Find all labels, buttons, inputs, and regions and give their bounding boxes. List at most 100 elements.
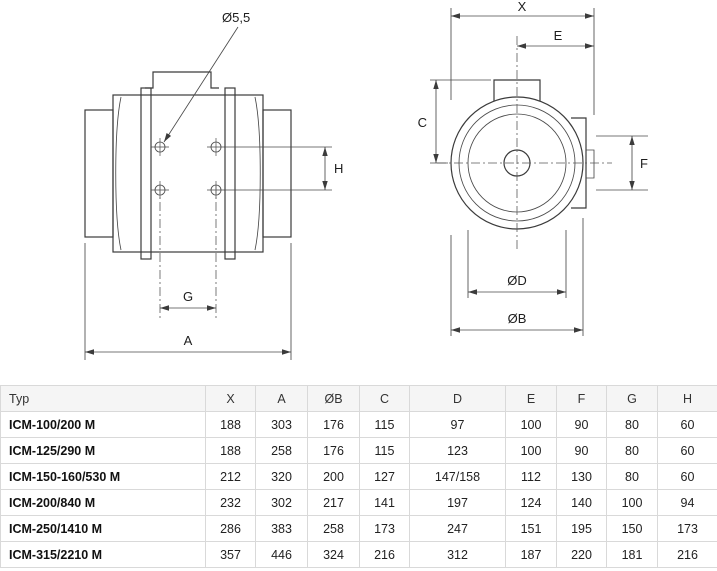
value-cell: 357	[205, 541, 256, 568]
value-cell: 286	[205, 515, 256, 542]
value-cell: 188	[205, 411, 256, 438]
model-name: ICM-100/200 M	[0, 411, 206, 438]
dim-label-od: ØD	[507, 273, 527, 288]
value-cell: 258	[255, 437, 308, 464]
fan-body-outline	[84, 87, 292, 260]
value-cell: 200	[307, 463, 360, 490]
hole-callout-label: Ø5,5	[222, 10, 250, 25]
value-cell: 60	[657, 437, 717, 464]
value-cell: 60	[657, 411, 717, 438]
value-cell: 115	[359, 437, 410, 464]
value-cell: 195	[556, 515, 607, 542]
dimension-x: X	[450, 0, 595, 115]
value-cell: 80	[606, 437, 658, 464]
value-cell: 90	[556, 411, 607, 438]
value-cell: 151	[505, 515, 557, 542]
value-cell: 446	[255, 541, 308, 568]
model-name: ICM-200/840 M	[0, 489, 206, 516]
value-cell: 124	[505, 489, 557, 516]
value-cell: 100	[505, 411, 557, 438]
model-name: ICM-150-160/530 M	[0, 463, 206, 490]
dimension-table: Typ X A ØB C D E F G H ICM-100/200 M 188…	[0, 385, 717, 568]
value-cell: 217	[307, 489, 360, 516]
value-cell: 383	[255, 515, 308, 542]
value-cell: 303	[255, 411, 308, 438]
value-cell: 188	[205, 437, 256, 464]
value-cell: 220	[556, 541, 607, 568]
value-cell: 176	[307, 437, 360, 464]
header-d: D	[409, 385, 506, 412]
value-cell: 173	[657, 515, 717, 542]
table-row: ICM-315/2210 M 357 446 324 216 312 187 2…	[0, 541, 717, 568]
table-row: ICM-250/1410 M 286 383 258 173 247 151 1…	[0, 515, 717, 542]
header-x: X	[205, 385, 256, 412]
value-cell: 141	[359, 489, 410, 516]
dimension-e: E	[517, 28, 594, 49]
dimension-od: ØD	[467, 230, 567, 298]
dimension-f: F	[596, 135, 648, 191]
header-c: C	[359, 385, 410, 412]
value-cell: 302	[255, 489, 308, 516]
centerlines	[437, 36, 612, 250]
value-cell: 216	[657, 541, 717, 568]
model-name: ICM-250/1410 M	[0, 515, 206, 542]
mounting-holes	[151, 138, 225, 199]
value-cell: 187	[505, 541, 557, 568]
dim-label-e: E	[554, 28, 563, 43]
header-e: E	[505, 385, 557, 412]
value-cell: 232	[205, 489, 256, 516]
value-cell: 60	[657, 463, 717, 490]
value-cell: 147/158	[409, 463, 506, 490]
value-cell: 123	[409, 437, 506, 464]
dimension-h: H	[224, 146, 343, 191]
side-view: Ø5,5 H G	[84, 10, 343, 360]
header-ob: ØB	[307, 385, 360, 412]
header-a: A	[255, 385, 308, 412]
header-h: H	[657, 385, 717, 412]
dim-label-g: G	[183, 289, 193, 304]
dimension-a: A	[84, 243, 292, 360]
value-cell: 216	[359, 541, 410, 568]
mounting-bracket	[145, 71, 219, 89]
table-row: ICM-200/840 M 232 302 217 141 197 124 14…	[0, 489, 717, 516]
dimension-drawing-svg: Ø5,5 H G	[84, 0, 648, 360]
technical-drawings: Ø5,5 H G	[84, 0, 648, 360]
table-row: ICM-150-160/530 M 212 320 200 127 147/15…	[0, 463, 717, 490]
value-cell: 115	[359, 411, 410, 438]
hole-callout: Ø5,5	[163, 10, 250, 143]
dimension-g: G	[159, 185, 217, 318]
value-cell: 312	[409, 541, 506, 568]
value-cell: 212	[205, 463, 256, 490]
value-cell: 176	[307, 411, 360, 438]
value-cell: 97	[409, 411, 506, 438]
value-cell: 100	[505, 437, 557, 464]
table-row: ICM-100/200 M 188 303 176 115 97 100 90 …	[0, 411, 717, 438]
dim-label-x: X	[518, 0, 527, 14]
value-cell: 140	[556, 489, 607, 516]
value-cell: 90	[556, 437, 607, 464]
value-cell: 127	[359, 463, 410, 490]
front-bracket	[493, 79, 541, 101]
dimension-ob: ØB	[450, 218, 584, 336]
dim-label-h: H	[334, 161, 343, 176]
value-cell: 112	[505, 463, 557, 490]
value-cell: 100	[606, 489, 658, 516]
value-cell: 80	[606, 411, 658, 438]
value-cell: 247	[409, 515, 506, 542]
value-cell: 94	[657, 489, 717, 516]
model-name: ICM-315/2210 M	[0, 541, 206, 568]
model-name: ICM-125/290 M	[0, 437, 206, 464]
header-g: G	[606, 385, 658, 412]
header-typ: Typ	[0, 385, 206, 412]
value-cell: 258	[307, 515, 360, 542]
value-cell: 197	[409, 489, 506, 516]
dim-label-c: C	[418, 115, 427, 130]
dim-label-f: F	[640, 156, 648, 171]
value-cell: 173	[359, 515, 410, 542]
table-header-row: Typ X A ØB C D E F G H	[0, 385, 717, 412]
value-cell: 80	[606, 463, 658, 490]
value-cell: 181	[606, 541, 658, 568]
dim-label-ob: ØB	[508, 311, 527, 326]
dim-label-a: A	[184, 333, 193, 348]
